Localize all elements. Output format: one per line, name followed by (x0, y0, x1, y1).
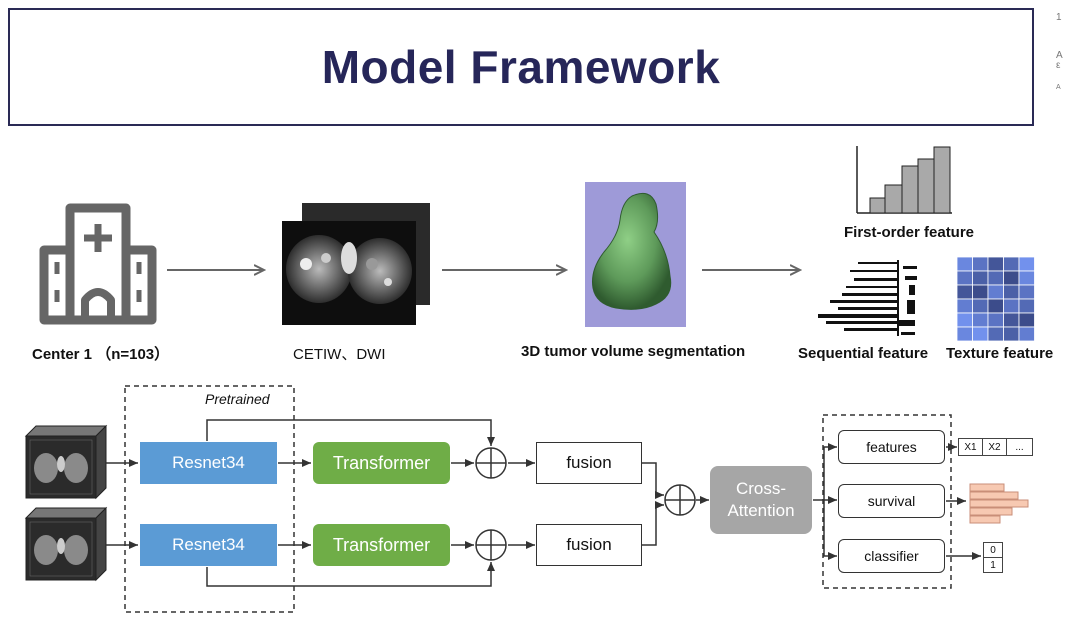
resnet34-block: Resnet34 (140, 442, 277, 484)
pretrained-region (124, 385, 295, 613)
texture-cell (1018, 270, 1035, 286)
class-value: 0 (983, 542, 1003, 558)
segmentation-label: 3D tumor volume segmentation (521, 343, 746, 360)
edge-char: A (1056, 84, 1061, 91)
resnet34-block: Resnet34 (140, 524, 277, 566)
texture-cell (987, 326, 1004, 342)
classifier-output: classifier (838, 539, 945, 573)
page-title: Model Framework (321, 41, 721, 93)
image-cube-icon (24, 506, 108, 582)
texture-cell (972, 284, 989, 300)
texture-cell (956, 298, 973, 314)
texture-cell (1018, 298, 1035, 314)
output-region (822, 414, 952, 589)
texture-matrix-icon (956, 256, 1035, 342)
sequential-label: Sequential feature (798, 345, 929, 362)
survival-output: survival (838, 484, 945, 518)
texture-cell (972, 326, 989, 342)
texture-cell (1018, 284, 1035, 300)
texture-cell (956, 312, 973, 328)
plus-circle-icon (664, 484, 696, 516)
features-output: features (838, 430, 945, 464)
first-order-label: First-order feature (844, 224, 975, 241)
texture-cell (1003, 312, 1020, 328)
texture-cell (987, 312, 1004, 328)
hospital-icon (39, 203, 157, 325)
texture-cell (1018, 326, 1035, 342)
pretrained-label: Pretrained (205, 391, 270, 407)
plus-circle-icon (475, 529, 507, 561)
texture-cell (972, 270, 989, 286)
pipeline-connectors (105, 419, 981, 587)
cross-attention-block: Cross- Attention (710, 466, 812, 534)
texture-cell (1018, 312, 1035, 328)
mri-label: CETIW、DWI (293, 346, 386, 363)
edge-char: ε (1056, 60, 1061, 71)
transformer-block: Transformer (313, 442, 450, 484)
feature-token: X2 (982, 438, 1007, 456)
mri-scan-image (282, 203, 430, 325)
fusion-block: fusion (536, 442, 642, 484)
texture-cell (987, 270, 1004, 286)
texture-cell (956, 326, 973, 342)
transformer-block: Transformer (313, 524, 450, 566)
texture-cell (956, 284, 973, 300)
texture-cell (956, 256, 973, 272)
texture-cell (972, 312, 989, 328)
texture-cell (987, 256, 1004, 272)
feature-token: X1 (958, 438, 983, 456)
texture-cell (972, 256, 989, 272)
texture-cell (1003, 270, 1020, 286)
histogram-icon (856, 146, 952, 214)
title-box: Model Framework (8, 8, 1034, 126)
texture-cell (1018, 256, 1035, 272)
image-cube-icon (24, 424, 108, 500)
texture-cell (1003, 326, 1020, 342)
plus-circle-icon (475, 447, 507, 479)
fusion-block: fusion (536, 524, 642, 566)
texture-cell (1003, 256, 1020, 272)
texture-label: Texture feature (946, 345, 1054, 362)
texture-cell (987, 284, 1004, 300)
sequential-plot-icon (818, 260, 917, 336)
center-label: Center 1 （n=103） (32, 346, 170, 363)
tumor-3d-image (585, 182, 686, 327)
edge-char: 1 (1056, 12, 1062, 23)
feature-token: ... (1006, 438, 1033, 456)
texture-cell (987, 298, 1004, 314)
class-value: 1 (983, 557, 1003, 573)
texture-cell (1003, 298, 1020, 314)
edge-char: A (1056, 50, 1063, 61)
texture-cell (956, 270, 973, 286)
survival-bars-icon (969, 483, 1029, 524)
texture-cell (1003, 284, 1020, 300)
texture-cell (972, 298, 989, 314)
